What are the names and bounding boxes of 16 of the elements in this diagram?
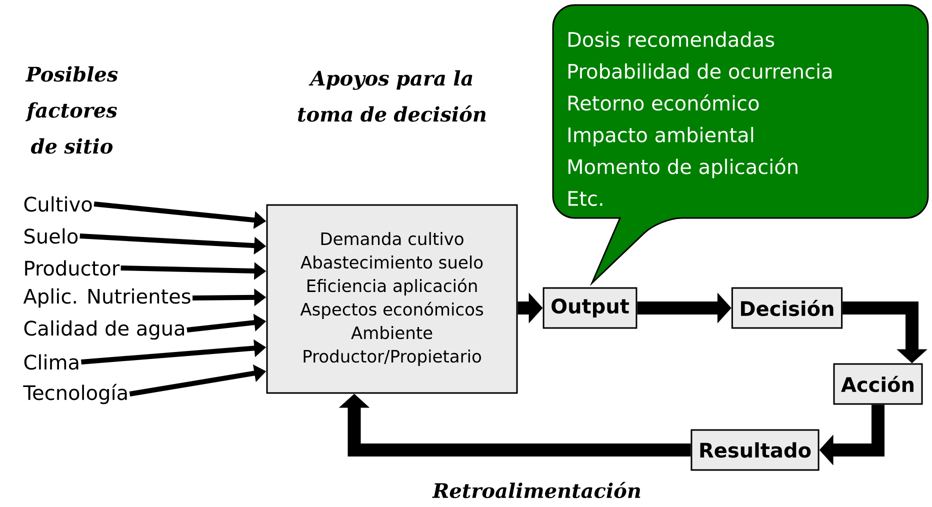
factor-label: Calidad de agua — [24, 320, 184, 340]
process-box: Output — [542, 287, 638, 329]
edge-label: Retroalimentación — [432, 480, 642, 500]
process-box: Acción — [833, 363, 923, 405]
process-box: Decisión — [731, 287, 843, 329]
heading: Posibles factores de sitio — [25, 66, 118, 154]
speech-bubble: Dosis recomendadas Probabilidad de ocurrencia Retorno económico Impacto ambiental Momento de aplicación Etc. — [552, 4, 929, 284]
factor-label: Suelo — [24, 228, 78, 244]
process-box: Resultado — [690, 429, 820, 471]
process-box: Demanda cultivo Abastecimiento suelo Eficiencia aplicación Aspectos económicos Ambiente Productor/Propietario — [266, 204, 518, 394]
factor-label: Tecnología — [23, 384, 127, 404]
heading: Apoyos para la toma de decisión — [298, 70, 486, 122]
factor-label: Productor — [25, 260, 120, 276]
factor-label: Cultivo — [24, 196, 92, 212]
factor-label: Aplic. Nutrientes — [23, 288, 190, 308]
factor-label: Clima — [24, 354, 78, 370]
